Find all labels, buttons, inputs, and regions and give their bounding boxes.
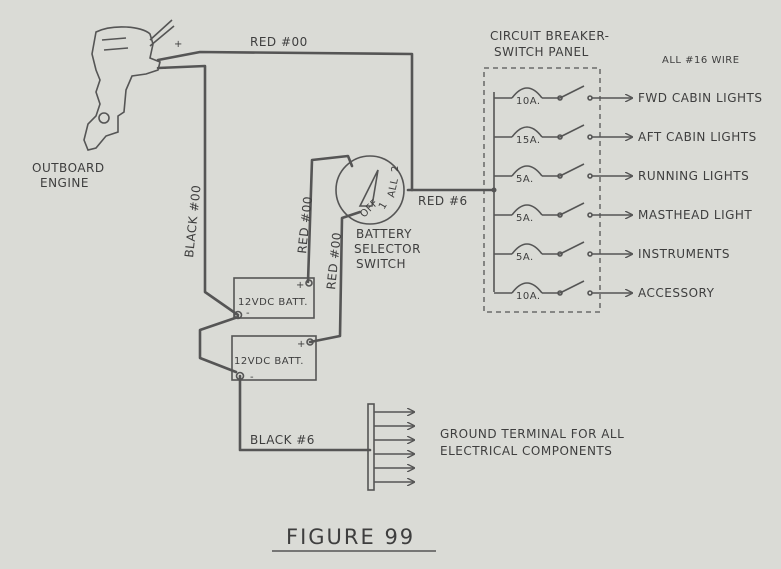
battery-1-plus: + <box>296 280 305 291</box>
breaker-circuit: 5A. INSTRUMENTS <box>494 241 730 263</box>
circuit-load-label: MASTHEAD LIGHT <box>638 208 752 222</box>
panel-title-line2: SWITCH PANEL <box>494 45 589 59</box>
breaker-arc-icon <box>511 282 543 294</box>
ground-terminal-bus <box>367 403 375 491</box>
breaker-circuit: 15A. AFT CABIN LIGHTS <box>494 124 757 146</box>
battery-jumper-wire <box>198 315 240 374</box>
red-batt2-wire-label: RED #00 <box>324 231 344 290</box>
switch-pos-1: 1 <box>377 200 390 211</box>
breaker-rating: 5A. <box>516 252 534 263</box>
engine-label-line1: OUTBOARD <box>32 161 105 175</box>
switch-pos-all: ALL <box>386 177 401 198</box>
breaker-arc-icon <box>511 87 543 99</box>
breaker-arc-icon <box>511 243 543 255</box>
breaker-rating: 5A. <box>516 174 534 185</box>
engine-label-line2: ENGINE <box>40 176 89 190</box>
red-00-batt2-wire <box>308 210 362 344</box>
breaker-arc-icon <box>511 204 543 216</box>
red-panel-wire-label: RED #6 <box>418 194 468 208</box>
black-ground-wire-label: BLACK #6 <box>250 433 315 447</box>
breaker-rating: 10A. <box>516 96 541 107</box>
circuit-load-label: ACCESSORY <box>638 286 715 300</box>
switch-blade-icon <box>559 202 585 216</box>
switch-label-line1: BATTERY <box>356 227 412 241</box>
battery-2-label: 12VDC BATT. <box>234 356 304 367</box>
breaker-rating: 15A. <box>516 135 541 146</box>
figure-title: FIGURE 99 <box>286 525 415 549</box>
breaker-rating: 10A. <box>516 291 541 302</box>
black-6-ground-wire <box>238 374 372 452</box>
breaker-circuit: 10A. FWD CABIN LIGHTS <box>494 85 762 107</box>
black-main-wire-label: BLACK #00 <box>182 184 204 258</box>
panel-enclosure <box>483 67 601 313</box>
battery-2-minus: - <box>250 372 254 383</box>
switch-pos-2: 2 <box>390 165 401 172</box>
black-00-engine-wire <box>156 64 240 317</box>
breaker-rating: 5A. <box>516 213 534 224</box>
red-00-batt1-wire <box>306 154 354 284</box>
battery-1-minus: - <box>246 308 250 319</box>
switch-blade-icon <box>559 124 585 138</box>
circuit-load-label: FWD CABIN LIGHTS <box>638 91 762 105</box>
red-batt1-wire-label: RED #00 <box>295 195 315 254</box>
battery-selector-switch <box>335 155 405 225</box>
breaker-circuit: 10A. ACCESSORY <box>494 280 715 302</box>
battery-2-plus: + <box>297 339 306 350</box>
panel-title-line1: CIRCUIT BREAKER- <box>490 29 610 43</box>
outboard-engine-icon <box>83 19 175 151</box>
ground-label-line1: GROUND TERMINAL FOR ALL <box>440 427 624 441</box>
red-00-engine-wire <box>156 50 414 192</box>
switch-blade-icon <box>559 280 585 294</box>
switch-label-line2: SELECTOR <box>354 242 421 256</box>
battery-1-label: 12VDC BATT. <box>238 297 308 308</box>
breaker-arc-icon <box>511 165 543 177</box>
switch-blade-icon <box>559 241 585 255</box>
switch-blade-icon <box>559 163 585 177</box>
breaker-circuit: 5A. RUNNING LIGHTS <box>494 163 749 185</box>
circuit-load-label: RUNNING LIGHTS <box>638 169 749 183</box>
engine-plus-terminal: + <box>174 39 183 50</box>
battery-1 <box>233 277 315 320</box>
panel-wire-note: ALL #16 WIRE <box>662 55 740 66</box>
panel-feed-junction <box>491 187 497 193</box>
breaker-arc-icon <box>511 126 543 138</box>
circuit-load-label: AFT CABIN LIGHTS <box>638 130 757 144</box>
breaker-circuit: 5A. MASTHEAD LIGHT <box>494 202 752 224</box>
battery-2 <box>231 335 317 381</box>
red-top-wire-label: RED #00 <box>250 35 308 49</box>
switch-label-line3: SWITCH <box>356 257 406 271</box>
ground-label-line2: ELECTRICAL COMPONENTS <box>440 444 612 458</box>
circuit-load-label: INSTRUMENTS <box>638 247 730 261</box>
switch-blade-icon <box>559 85 585 99</box>
